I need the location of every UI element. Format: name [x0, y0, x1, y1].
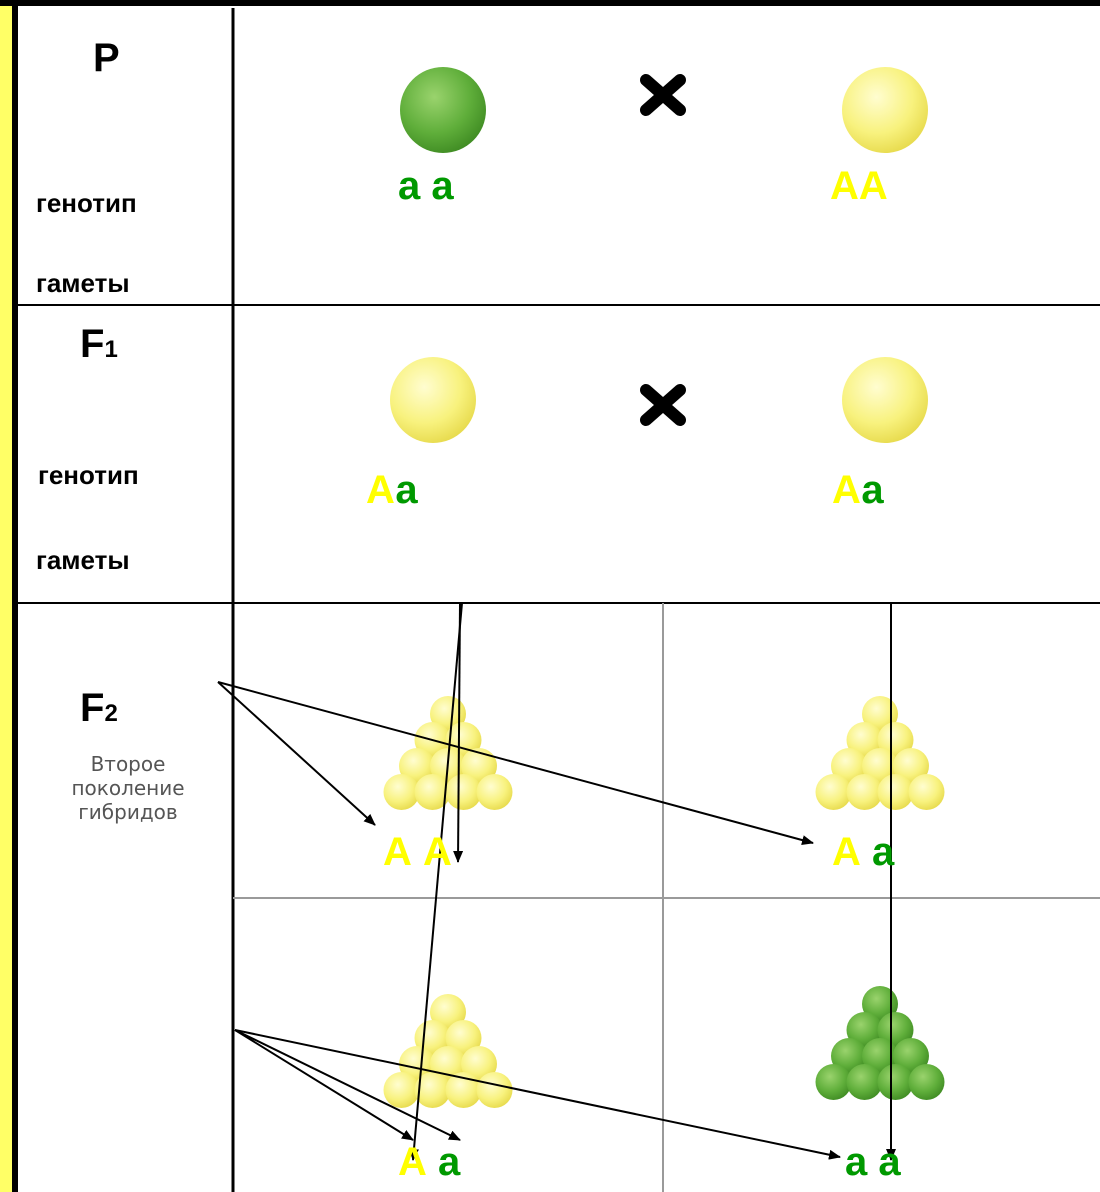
allele: А — [423, 830, 452, 874]
genotype-f1-right: Аа — [832, 470, 884, 510]
yellow-pea — [846, 722, 883, 758]
yellow-pea-pyramid — [383, 696, 513, 810]
genotype-f2-cell-2: А а — [832, 832, 894, 872]
yellow-pea — [399, 748, 435, 784]
yellow-pea — [862, 696, 898, 732]
allele: а — [398, 164, 421, 208]
green-pea — [846, 1012, 883, 1048]
genotype-label: генотип — [36, 188, 137, 218]
allele: а — [861, 468, 884, 512]
arrow — [234, 1029, 461, 1141]
yellow-pea — [842, 357, 928, 443]
green-pea — [862, 986, 898, 1022]
yellow-pea-pyramid — [815, 696, 945, 810]
green-pea — [846, 1064, 883, 1100]
cross-icon — [640, 384, 686, 426]
row-title-p: P — [93, 36, 120, 80]
yellow-pea — [414, 774, 451, 810]
green-pea — [877, 1064, 914, 1100]
yellow-pea — [877, 722, 914, 758]
yellow-pea — [430, 994, 466, 1030]
yellow-pea — [445, 1072, 482, 1108]
title-subscript: 2 — [104, 700, 118, 727]
green-pea — [862, 1038, 898, 1074]
yellow-pea — [893, 748, 929, 784]
arrow — [234, 1029, 414, 1141]
yellow-pea — [476, 1072, 513, 1108]
green-pea — [831, 1038, 867, 1074]
cross-icon — [640, 74, 686, 116]
yellow-pea — [445, 1020, 482, 1056]
allele: А — [830, 164, 859, 208]
green-pea — [893, 1038, 929, 1074]
genotype-p-left: а а — [398, 166, 454, 206]
green-pea — [877, 1012, 914, 1048]
top-frame-line — [0, 0, 1100, 6]
left-border-strip — [0, 0, 12, 1192]
green-pea — [908, 1064, 945, 1100]
yellow-pea — [842, 67, 928, 153]
allele: а — [878, 1140, 901, 1184]
arrow — [234, 1029, 841, 1160]
gametes-label: гаметы — [36, 268, 130, 298]
genotype-f2-cell-4: а а — [845, 1142, 901, 1182]
genotype-f2-cell-3: А а — [398, 1142, 460, 1182]
allele: А — [832, 830, 861, 874]
yellow-pea — [461, 748, 497, 784]
subtitle-line: гибридов — [78, 800, 178, 824]
yellow-pea — [877, 774, 914, 810]
row-title-f1: F1 — [80, 322, 118, 367]
arrow — [408, 602, 463, 1161]
arrow — [217, 681, 814, 845]
arrow — [453, 602, 464, 863]
gametes-label: гаметы — [36, 545, 130, 575]
yellow-pea — [461, 1046, 497, 1082]
yellow-pea — [831, 748, 867, 784]
allele: а — [431, 164, 454, 208]
yellow-pea — [445, 774, 482, 810]
yellow-pea — [908, 774, 945, 810]
genotype-label: генотип — [38, 460, 139, 490]
subtitle-line: Второе — [90, 752, 166, 776]
title-letter: F — [80, 686, 105, 730]
yellow-pea — [414, 1072, 451, 1108]
genotype-p-right: АА — [830, 166, 888, 206]
subtitle-line: поколение — [71, 776, 185, 800]
yellow-pea — [476, 774, 513, 810]
yellow-pea — [815, 774, 852, 810]
green-pea — [815, 1064, 852, 1100]
allele: а — [845, 1140, 868, 1184]
f2-subtitle: Второе поколение гибридов — [28, 752, 228, 824]
yellow-pea — [430, 696, 466, 732]
yellow-pea — [390, 357, 476, 443]
left-frame-line — [12, 0, 18, 1192]
gamete-arrows — [217, 602, 896, 1161]
allele: А — [398, 1140, 427, 1184]
allele: а — [438, 1140, 461, 1184]
title-subscript: 1 — [104, 336, 118, 363]
allele: а — [395, 468, 418, 512]
allele: А — [366, 468, 396, 512]
allele: А — [383, 830, 412, 874]
row-title-f2: F2 — [80, 686, 118, 731]
yellow-pea — [383, 774, 420, 810]
allele: А — [858, 164, 888, 208]
allele: А — [832, 468, 862, 512]
title-letter: F — [80, 322, 105, 366]
genotype-f2-cell-1: А А — [383, 832, 452, 872]
yellow-pea-pyramid — [383, 994, 513, 1108]
green-pea — [400, 67, 486, 153]
yellow-pea — [399, 1046, 435, 1082]
allele: а — [872, 830, 895, 874]
green-pea-pyramid — [815, 986, 945, 1100]
arrow — [217, 681, 376, 826]
genotype-f1-left: Аа — [366, 470, 418, 510]
yellow-pea — [383, 1072, 420, 1108]
yellow-pea — [846, 774, 883, 810]
yellow-pea — [862, 748, 898, 784]
yellow-pea — [445, 722, 482, 758]
